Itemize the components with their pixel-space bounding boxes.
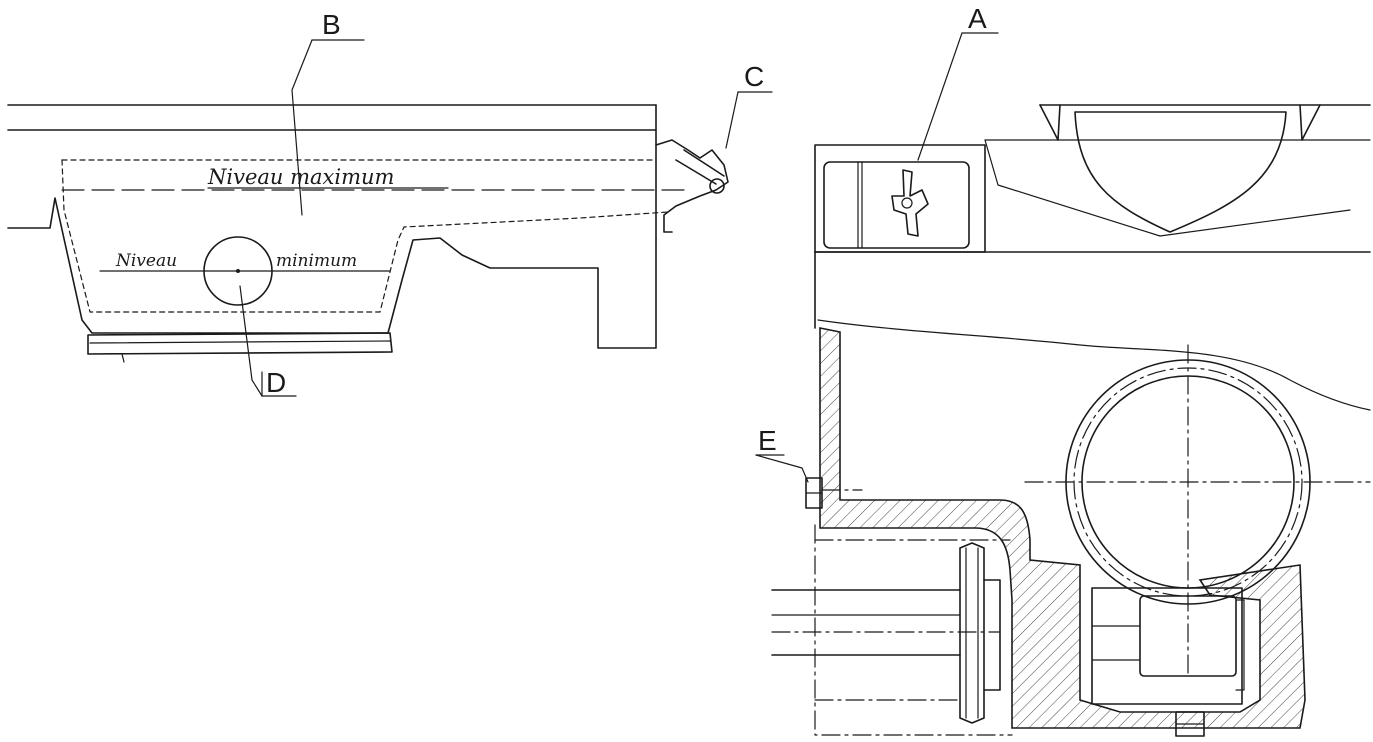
break-line bbox=[817, 319, 1371, 411]
cavity-outline-dashed bbox=[61, 159, 669, 313]
bearing-shell-lip bbox=[1235, 599, 1245, 691]
section-wedge bbox=[984, 139, 1351, 237]
sump-body-outline bbox=[7, 197, 657, 349]
sight-glass bbox=[203, 236, 273, 306]
inspection-cover bbox=[823, 161, 970, 249]
side-view bbox=[7, 39, 773, 397]
label-e: E bbox=[758, 425, 777, 456]
leader-b bbox=[291, 39, 313, 216]
phantom-outline bbox=[814, 524, 1013, 736]
bearing-bore bbox=[1091, 587, 1243, 705]
max-level-label: Niveau maximum bbox=[207, 165, 394, 189]
cross-section-view bbox=[755, 32, 1371, 737]
wing-nut bbox=[891, 169, 929, 237]
hatched-casing-wall bbox=[819, 327, 1306, 729]
plate-tab bbox=[121, 353, 125, 363]
v-groove-right bbox=[1299, 104, 1321, 141]
sight-glass-center bbox=[236, 269, 240, 273]
label-c: C bbox=[744, 61, 764, 92]
filler-cap-knob bbox=[709, 178, 725, 194]
min-level-label-right: minimum bbox=[276, 251, 357, 271]
label-b: B bbox=[322, 9, 341, 40]
housing-block bbox=[814, 144, 986, 253]
bottom-plate bbox=[87, 332, 393, 355]
leader-e bbox=[755, 454, 809, 483]
filler-cap-line bbox=[675, 159, 717, 185]
label-d: D bbox=[266, 367, 286, 398]
label-a: A bbox=[968, 3, 987, 34]
filler-cap-body bbox=[655, 139, 729, 233]
pulley-hub bbox=[983, 579, 1001, 691]
wing-nut-center bbox=[901, 197, 913, 209]
min-level-label-left: Niveau bbox=[115, 251, 177, 271]
leader-c bbox=[725, 91, 739, 149]
bottom-plate-line bbox=[89, 340, 391, 344]
bearing-cap-profile bbox=[1074, 111, 1287, 233]
filler-cap-line bbox=[683, 149, 725, 177]
v-groove-left bbox=[1039, 104, 1061, 141]
pulley-disc bbox=[959, 542, 985, 724]
leader-a bbox=[917, 32, 963, 161]
leader-d bbox=[239, 285, 263, 397]
